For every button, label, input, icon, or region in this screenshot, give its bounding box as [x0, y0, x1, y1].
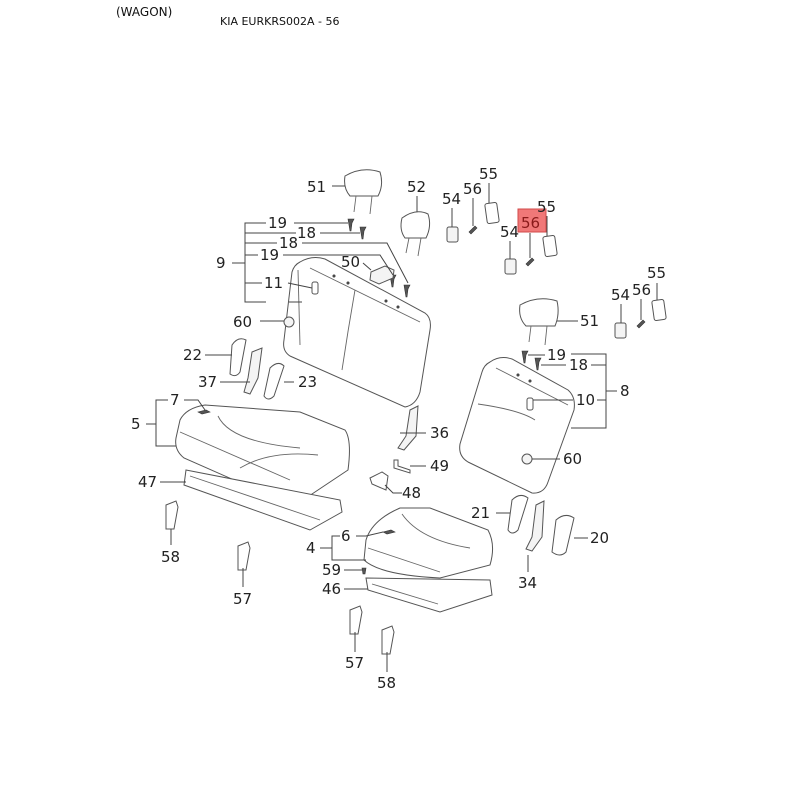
callout-36[interactable]: 36	[430, 424, 449, 442]
seat-cushion-left[interactable]	[175, 404, 350, 505]
part-50-trim[interactable]	[369, 265, 395, 285]
cover-22[interactable]	[229, 338, 247, 377]
callout-59[interactable]: 59	[322, 561, 341, 579]
callout-19[interactable]: 19	[260, 246, 279, 264]
callout-47[interactable]: 47	[138, 473, 157, 491]
latch-57-left[interactable]	[237, 541, 251, 571]
bracket-49[interactable]	[393, 459, 411, 474]
callout-9[interactable]: 9	[216, 254, 226, 272]
callout-19[interactable]: 19	[268, 214, 287, 232]
seat-back-right[interactable]	[459, 357, 575, 494]
seat-frame-46[interactable]	[365, 577, 493, 613]
callout-56[interactable]: 56	[632, 281, 651, 299]
callout-51[interactable]: 51	[307, 178, 326, 196]
callout-58[interactable]: 58	[377, 674, 396, 692]
callout-55[interactable]: 55	[537, 198, 556, 216]
callout-18[interactable]: 18	[297, 224, 316, 242]
callout-19[interactable]: 19	[547, 346, 566, 364]
callout-23[interactable]: 23	[298, 373, 317, 391]
callout-58[interactable]: 58	[161, 548, 180, 566]
callout-5[interactable]: 5	[131, 415, 141, 433]
callout-50[interactable]: 50	[341, 253, 360, 271]
seat-cushion-right[interactable]	[363, 507, 494, 579]
hinge-34[interactable]	[525, 500, 545, 552]
part-group-54-56-55-b[interactable]	[504, 235, 558, 275]
callout-57[interactable]: 57	[233, 590, 252, 608]
callout-6[interactable]: 6	[341, 527, 351, 545]
callout-60[interactable]: 60	[563, 450, 582, 468]
callout-21[interactable]: 21	[471, 504, 490, 522]
callout-18[interactable]: 18	[279, 234, 298, 252]
leader-lines	[146, 183, 658, 672]
callout-54[interactable]: 54	[500, 223, 519, 241]
callout-46[interactable]: 46	[322, 580, 341, 598]
latch-58-right[interactable]	[381, 625, 395, 655]
bracket-48[interactable]	[369, 471, 389, 491]
callout-52[interactable]: 52	[407, 178, 426, 196]
catalog-code-label: KIA EURKRS002A - 56	[220, 15, 340, 28]
hinge-36[interactable]	[397, 405, 419, 451]
callout-60[interactable]: 60	[233, 313, 252, 331]
headrest-52[interactable]	[400, 211, 431, 257]
callout-labels: 51 52 54 56 55 55 54 56 19 18 18 19 9 50…	[131, 165, 666, 692]
callout-4[interactable]: 4	[306, 539, 316, 557]
variant-label: (WAGON)	[116, 5, 173, 19]
callout-55[interactable]: 55	[647, 264, 666, 282]
hinge-37[interactable]	[243, 347, 263, 395]
part-group-54-56-55-a[interactable]	[446, 202, 500, 243]
callout-20[interactable]: 20	[590, 529, 609, 547]
callout-8[interactable]: 8	[620, 382, 630, 400]
clip-59[interactable]	[361, 567, 367, 575]
highlight-box	[517, 208, 547, 233]
callout-22[interactable]: 22	[183, 346, 202, 364]
callout-10[interactable]: 10	[576, 391, 595, 409]
callout-51[interactable]: 51	[580, 312, 599, 330]
seat-back-left[interactable]	[283, 257, 431, 408]
headrest-51-left[interactable]	[344, 169, 383, 215]
callout-57[interactable]: 57	[345, 654, 364, 672]
callout-7[interactable]: 7	[170, 391, 180, 409]
callout-37[interactable]: 37	[198, 373, 217, 391]
cover-21[interactable]	[507, 494, 529, 534]
callout-18[interactable]: 18	[569, 356, 588, 374]
callout-54[interactable]: 54	[442, 190, 461, 208]
bolts-left	[347, 218, 411, 298]
bolts-right	[521, 350, 542, 371]
callout-54[interactable]: 54	[611, 286, 630, 304]
cover-20[interactable]	[551, 514, 575, 556]
part-group-54-56-55-c[interactable]	[614, 299, 667, 339]
latch-58-left[interactable]	[165, 500, 179, 530]
cover-23[interactable]	[263, 362, 285, 400]
headrest-51-right[interactable]	[519, 298, 559, 346]
callout-34[interactable]: 34	[518, 574, 537, 592]
callout-49[interactable]: 49	[430, 457, 449, 475]
latch-57-right[interactable]	[349, 605, 363, 635]
callout-48[interactable]: 48	[402, 484, 421, 502]
callout-55[interactable]: 55	[479, 165, 498, 183]
callout-11[interactable]: 11	[264, 274, 283, 292]
callout-56-highlighted[interactable]: 56	[521, 214, 540, 232]
callout-56[interactable]: 56	[463, 180, 482, 198]
